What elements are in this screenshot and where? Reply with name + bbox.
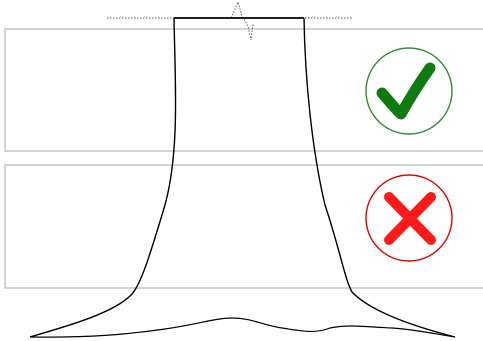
correct-example-panel: [4, 28, 483, 152]
incorrect-example-panel: [4, 164, 483, 289]
cross-stroke: [384, 192, 436, 245]
trunk-right-outline: [303, 17, 456, 338]
checkmark-stroke: [376, 62, 436, 120]
break-symbol: [230, 0, 254, 41]
checkmark-icon: [365, 47, 453, 135]
cross-icon: [365, 174, 453, 262]
trunk-left-outline: [29, 17, 177, 338]
root-base-ground-line: [29, 317, 456, 338]
